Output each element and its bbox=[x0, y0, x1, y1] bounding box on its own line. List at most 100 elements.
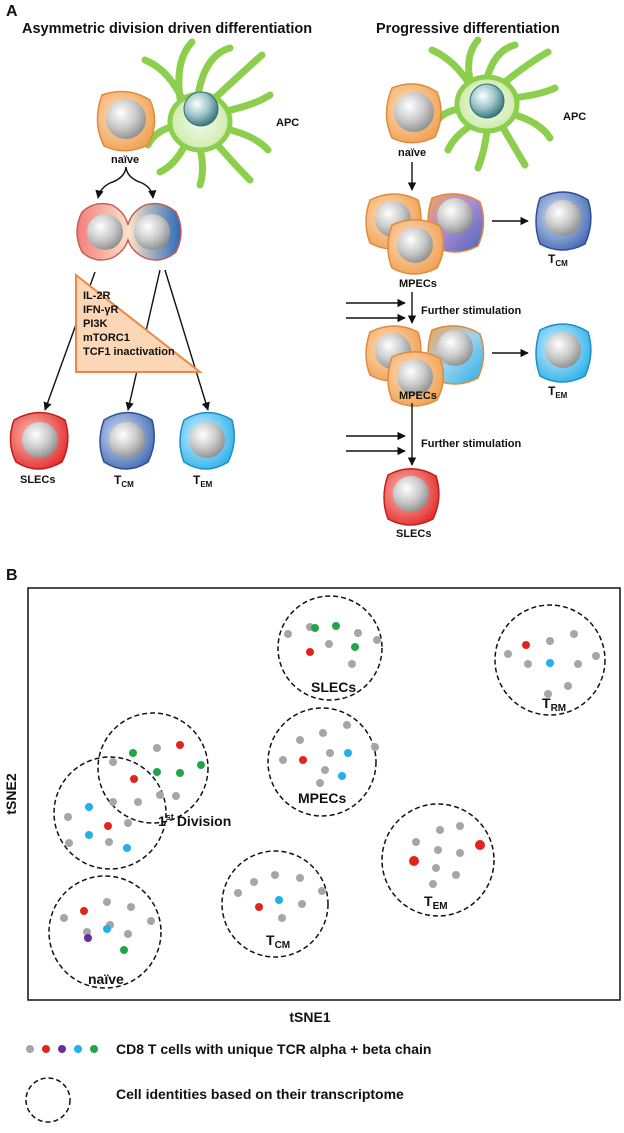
tcm-cell-right bbox=[535, 191, 592, 251]
cell-dot bbox=[574, 660, 582, 668]
cell-dots bbox=[60, 622, 600, 954]
cell-dot bbox=[321, 766, 329, 774]
cell-dot bbox=[65, 839, 73, 847]
cell-dot bbox=[409, 856, 419, 866]
left-title: Asymmetric division driven differentiati… bbox=[22, 21, 312, 37]
panel-b-label: B bbox=[6, 567, 18, 584]
apc-cell-left bbox=[141, 38, 274, 189]
tcm-label-right: TCM bbox=[548, 252, 568, 268]
cell-dot bbox=[109, 798, 117, 806]
legend-dot-purple bbox=[58, 1045, 66, 1053]
tcm-cell-left bbox=[99, 411, 155, 470]
cell-dot bbox=[524, 660, 532, 668]
factor-list: IL-2R IFN-γR PI3K mTORC1 TCF1 inactivati… bbox=[83, 290, 175, 358]
cell-dot bbox=[436, 826, 444, 834]
cell-dot bbox=[338, 772, 346, 780]
slecs-cell-left bbox=[9, 411, 69, 470]
cell-dot bbox=[326, 749, 334, 757]
slecs-cell-right bbox=[383, 468, 440, 526]
legend: CD8 T cells with unique TCR alpha + beta… bbox=[25, 1041, 431, 1123]
mpecs-label-2: MPECs bbox=[399, 390, 437, 402]
cluster-circle-mpecs bbox=[267, 707, 377, 817]
cell-dot bbox=[278, 914, 286, 922]
cell-dot bbox=[176, 769, 184, 777]
cell-dot bbox=[83, 928, 91, 936]
cell-dot bbox=[570, 630, 578, 638]
cell-dot bbox=[156, 791, 164, 799]
cell-dot bbox=[296, 874, 304, 882]
cell-dot bbox=[172, 792, 180, 800]
cell-dot bbox=[147, 917, 155, 925]
cell-dot bbox=[104, 822, 112, 830]
naive-label-left: naïve bbox=[111, 154, 139, 166]
cell-dot bbox=[120, 946, 128, 954]
cluster-circle-first-division bbox=[97, 712, 209, 824]
cell-dot bbox=[318, 887, 326, 895]
cell-dot bbox=[85, 831, 93, 839]
legend-dot-blue bbox=[74, 1045, 82, 1053]
cell-dot bbox=[234, 889, 242, 897]
cell-dot bbox=[130, 775, 138, 783]
cell-dot bbox=[255, 903, 263, 911]
cluster-label-tcm: TCM bbox=[266, 932, 290, 951]
cell-dot bbox=[351, 643, 359, 651]
split-arrow-left bbox=[95, 166, 127, 199]
naive-cell-left bbox=[96, 90, 156, 152]
factor-tcf1: TCF1 inactivation bbox=[83, 346, 175, 358]
further-stimulation-1: Further stimulation bbox=[421, 305, 522, 317]
tem-label-left: TEM bbox=[193, 473, 213, 489]
tem-cell-left bbox=[179, 411, 235, 470]
mpecs-group-1 bbox=[365, 193, 485, 275]
cell-dot bbox=[432, 864, 440, 872]
cluster-circle-tcm bbox=[221, 850, 329, 958]
cluster-label-naive: naïve bbox=[88, 971, 124, 987]
cell-dot bbox=[452, 871, 460, 879]
panel-a-label: A bbox=[6, 3, 18, 20]
cell-dot bbox=[103, 898, 111, 906]
cell-dot bbox=[134, 798, 142, 806]
cluster-label-slecs: SLECs bbox=[311, 679, 356, 695]
cell-dot bbox=[197, 761, 205, 769]
cluster-circle-naive bbox=[48, 875, 162, 989]
cell-dot bbox=[344, 749, 352, 757]
cell-dot bbox=[153, 768, 161, 776]
cluster-label-mpecs: MPECs bbox=[298, 790, 346, 806]
x-axis-label: tSNE1 bbox=[289, 1009, 330, 1025]
tem-label-right: TEM bbox=[548, 384, 568, 400]
cell-dot bbox=[109, 758, 117, 766]
y-axis-label: tSNE2 bbox=[3, 773, 19, 814]
factor-ifngr: IFN-γR bbox=[83, 304, 119, 316]
cell-dot bbox=[129, 749, 137, 757]
cell-dot bbox=[373, 636, 381, 644]
factor-pi3k: PI3K bbox=[83, 318, 108, 330]
legend-dot-green bbox=[90, 1045, 98, 1053]
cluster-circle-trm bbox=[494, 604, 606, 716]
cell-dot bbox=[412, 838, 420, 846]
cell-dot bbox=[279, 756, 287, 764]
cluster-label-trm: TRM bbox=[542, 695, 566, 714]
mpecs-label-1: MPECs bbox=[399, 278, 437, 290]
cell-dot bbox=[456, 822, 464, 830]
cell-dot bbox=[80, 907, 88, 915]
naive-label-right: naïve bbox=[398, 147, 426, 159]
cell-dot bbox=[434, 846, 442, 854]
slecs-label-right: SLECs bbox=[396, 528, 431, 540]
cell-dot bbox=[124, 819, 132, 827]
cell-dot bbox=[592, 652, 600, 660]
legend-dot-red bbox=[42, 1045, 50, 1053]
cell-dot bbox=[429, 880, 437, 888]
cell-dot bbox=[354, 629, 362, 637]
cluster-circle-first-division-lower bbox=[53, 756, 167, 870]
cell-dot bbox=[60, 914, 68, 922]
tcm-label-left: TCM bbox=[114, 473, 134, 489]
cell-dot bbox=[84, 934, 92, 942]
cell-dot bbox=[103, 925, 111, 933]
cell-dot bbox=[250, 878, 258, 886]
mpecs-group-2 bbox=[365, 325, 485, 407]
cell-dot bbox=[296, 736, 304, 744]
cell-dot bbox=[124, 930, 132, 938]
cell-dot bbox=[332, 622, 340, 630]
legend-dots-text: CD8 T cells with unique TCR alpha + beta… bbox=[116, 1041, 431, 1057]
cell-dot bbox=[299, 756, 307, 764]
